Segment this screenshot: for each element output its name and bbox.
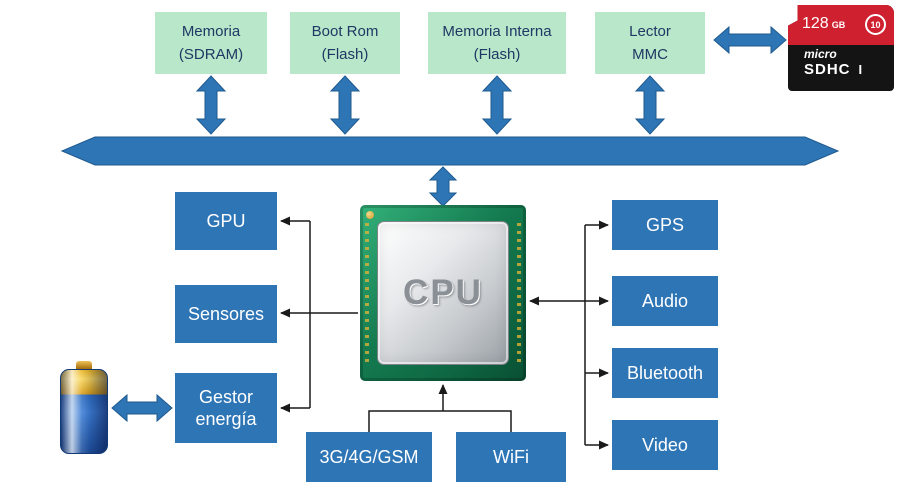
system-bus: [60, 136, 840, 166]
module-memoria-interna: Memoria Interna (Flash): [428, 12, 566, 74]
bus-connector-internal-memory: [481, 75, 513, 135]
bus-connector-sdram: [195, 75, 227, 135]
cpu-pads-left: [365, 223, 369, 363]
bus-connector-cpu: [428, 166, 458, 207]
cpu-chip: CPU: [360, 205, 526, 381]
module-label-line2: (Flash): [321, 46, 369, 63]
sd-capacity-unit: GB: [831, 20, 846, 30]
module-label: Bluetooth: [626, 362, 704, 383]
sd-card-icon: 128 GB 10 micro SDHC I: [788, 5, 894, 91]
radio-connectors: [368, 384, 512, 432]
right-peripheral-connectors: [529, 220, 609, 450]
module-wifi: WiFi: [456, 432, 566, 482]
sd-brand-label: micro: [804, 47, 837, 61]
module-label-line1: Memoria Interna: [442, 22, 552, 40]
module-label-line1: Boot Rom: [311, 22, 379, 40]
battery-body: [60, 369, 108, 454]
module-bluetooth: Bluetooth: [612, 348, 718, 398]
mmc-sdcard-connector: [713, 25, 787, 55]
module-video: Video: [612, 420, 718, 470]
sd-type-label: SDHC: [804, 61, 851, 78]
module-gps: GPS: [612, 200, 718, 250]
module-label: GPU: [206, 210, 246, 231]
sd-card-bottom: micro SDHC I: [788, 45, 894, 91]
module-label-line2: (SDRAM): [178, 46, 244, 63]
module-3g4ggsm: 3G/4G/GSM: [306, 432, 432, 482]
sd-capacity-value: 128: [802, 15, 829, 32]
sd-card-top: 128 GB 10: [788, 5, 894, 45]
cpu-heat-spreader: CPU: [377, 221, 509, 365]
module-audio: Audio: [612, 276, 718, 326]
sd-uhs-mark: I: [858, 62, 863, 77]
module-label-line1: Memoria: [181, 22, 241, 40]
module-lector-mmc: Lector MMC: [595, 12, 705, 74]
module-label: Audio: [641, 290, 689, 311]
cpu-label: CPU: [403, 273, 483, 312]
module-label: WiFi: [493, 446, 529, 467]
battery-icon: [60, 361, 108, 455]
module-label-line1: Lector: [629, 22, 671, 40]
sd-class-badge: 10: [865, 14, 886, 35]
module-sensores: Sensores: [175, 285, 277, 343]
cpu-pin1-marker: [366, 211, 374, 219]
bus-connector-bootrom: [329, 75, 361, 135]
module-label: Video: [642, 434, 688, 455]
module-label: 3G/4G/GSM: [319, 446, 419, 467]
battery-terminal: [76, 361, 92, 369]
module-memoria-sdram: Memoria (SDRAM): [155, 12, 267, 74]
module-label: Sensores: [187, 303, 265, 324]
cpu-pads-right: [517, 223, 521, 363]
module-label-line2: (Flash): [473, 46, 521, 63]
battery-power-connector: [111, 393, 173, 423]
module-boot-rom: Boot Rom (Flash): [290, 12, 400, 74]
module-label: GPS: [645, 214, 684, 235]
module-label: Gestor energía: [195, 386, 257, 430]
bus-connector-mmc: [634, 75, 666, 135]
module-gestor-energia: Gestor energía: [175, 373, 277, 443]
left-peripheral-connectors: [280, 216, 358, 413]
sd-class-value: 10: [870, 19, 881, 30]
module-gpu: GPU: [175, 192, 277, 250]
module-label-line2: MMC: [632, 46, 668, 63]
sd-capacity: 128 GB: [802, 15, 845, 33]
